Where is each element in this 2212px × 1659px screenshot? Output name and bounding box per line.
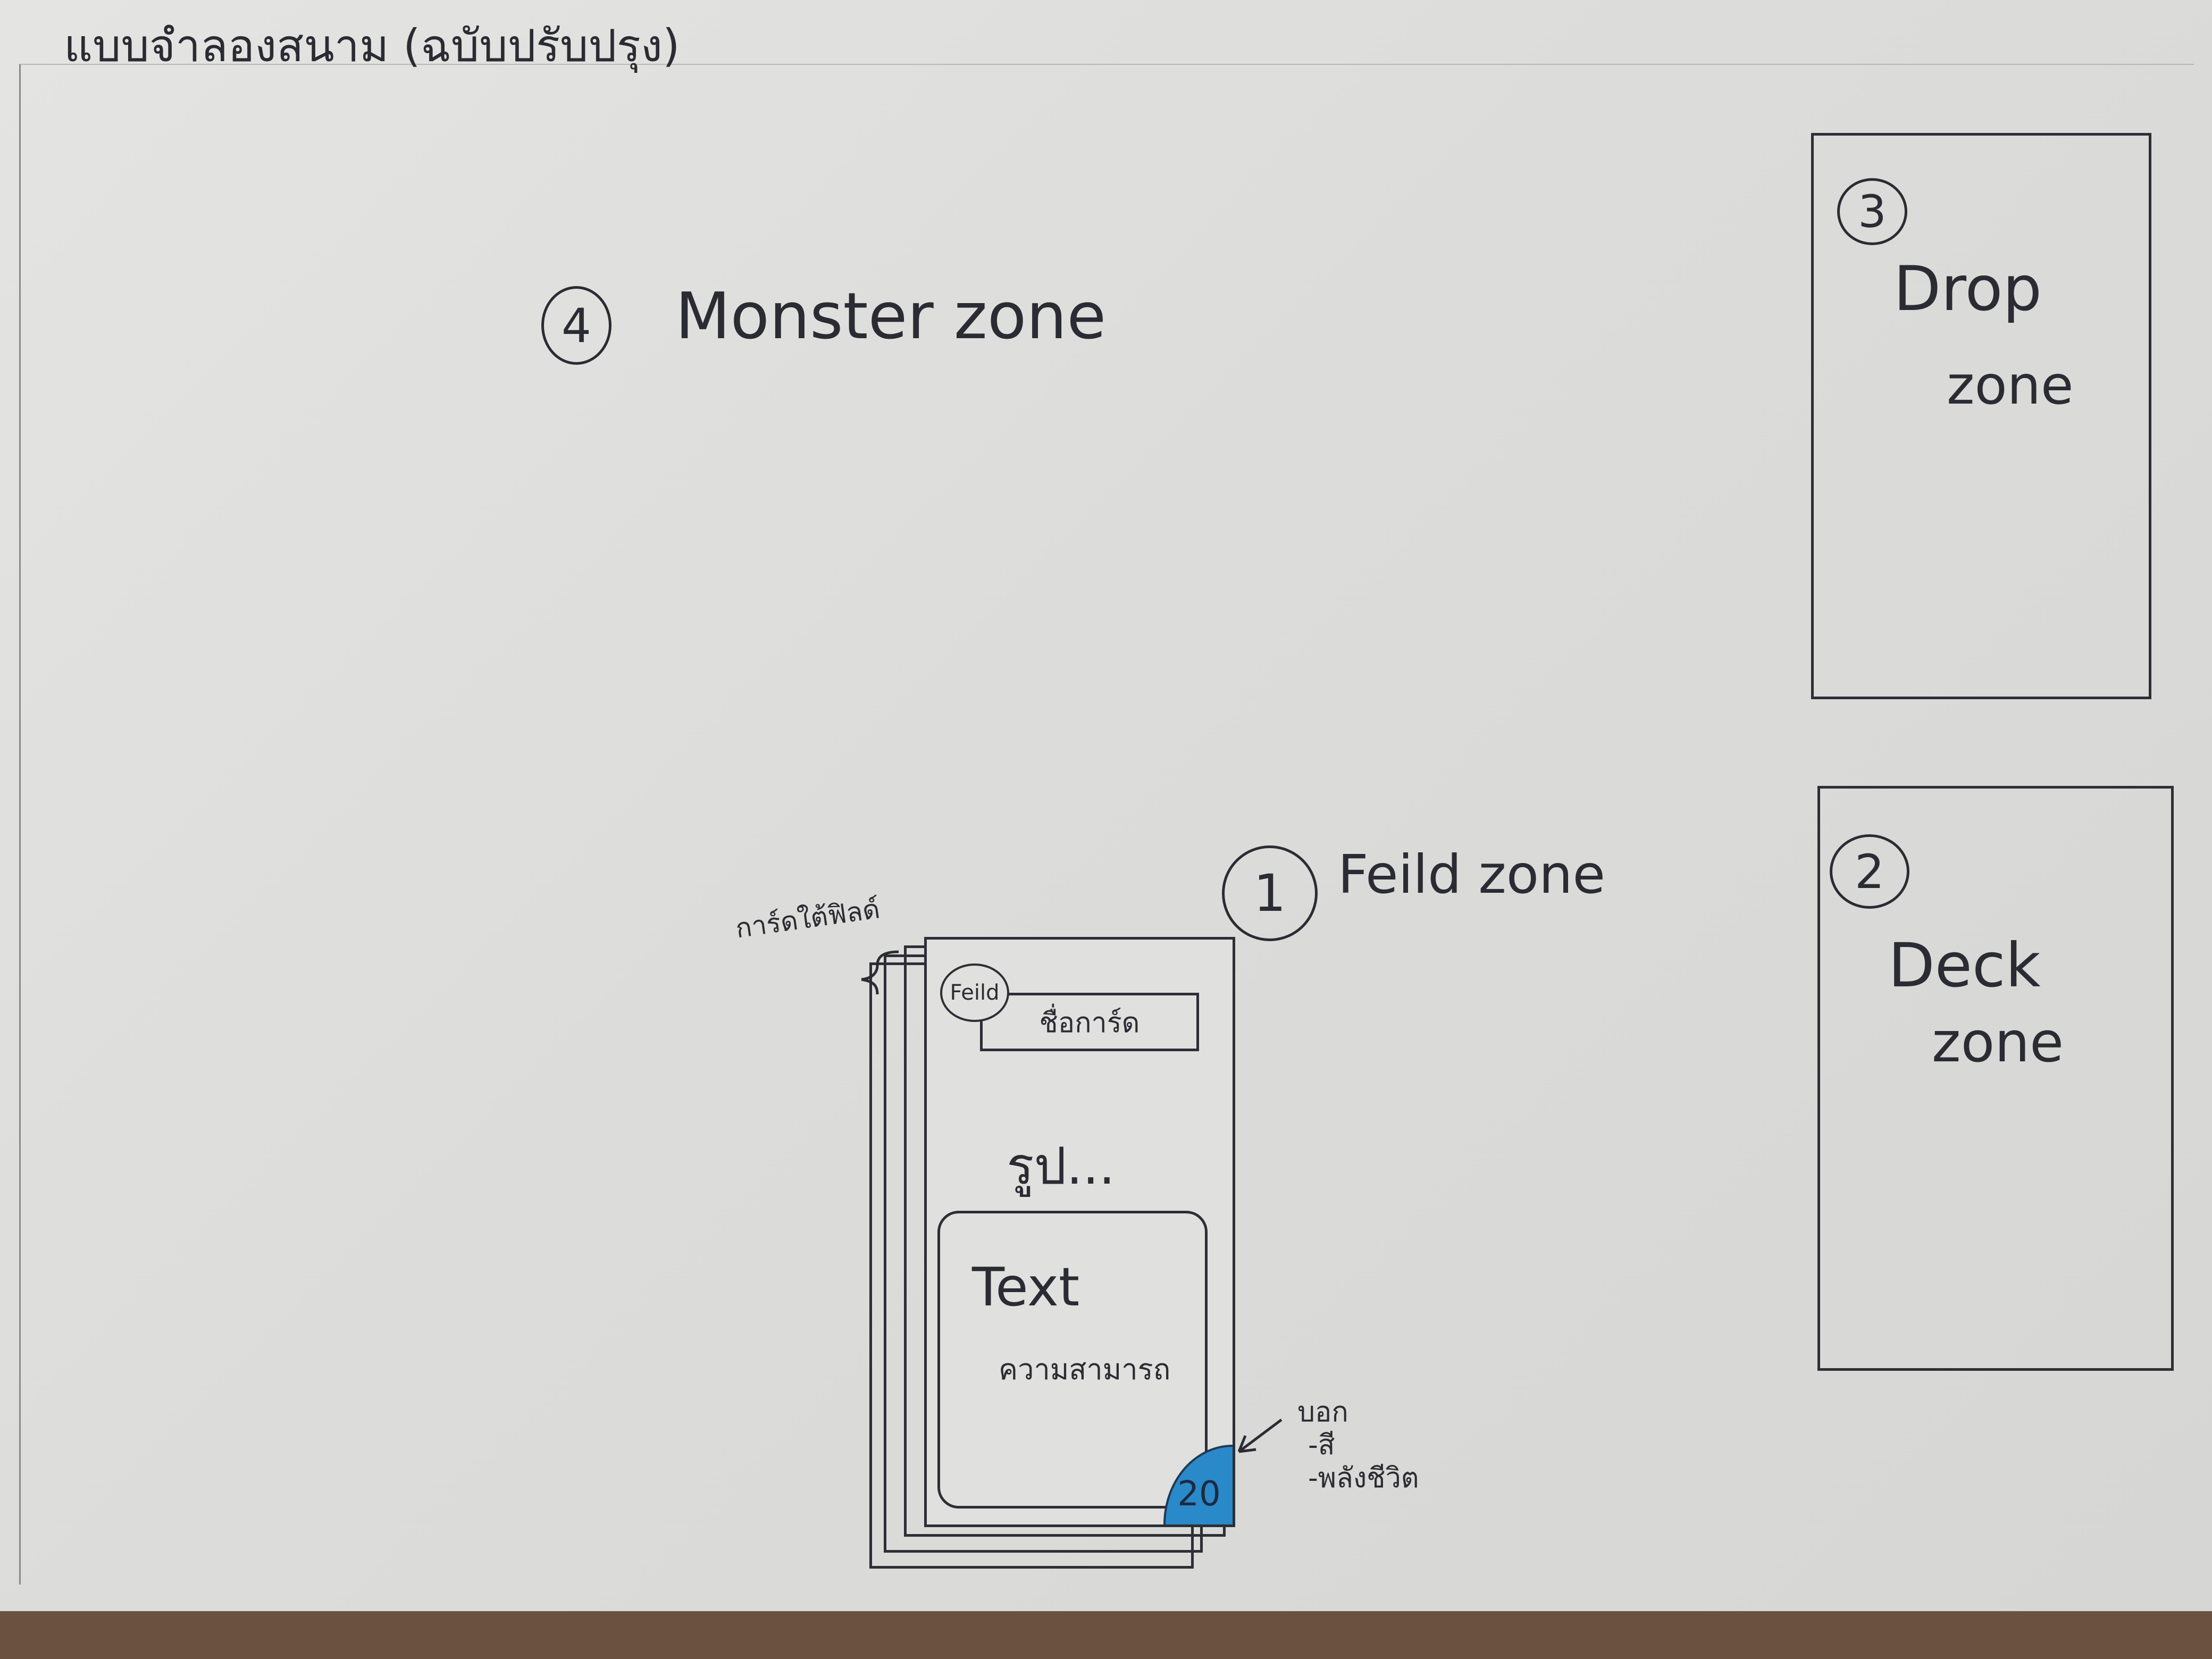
paper-sheet: แบบจำลองสนาม (ฉบับปรับปรุง) 4 Monster zo…	[0, 0, 2212, 1611]
annotation-arrow-icon	[1238, 1419, 1283, 1453]
field-card[interactable]: ชื่อการ์ด Feild รูป... Text ความสามารถ 2…	[924, 937, 1235, 1527]
card-text-box: Text ความสามารถ	[937, 1211, 1208, 1509]
deck-zone-label-line2: zone	[1932, 1010, 2064, 1075]
field-zone-label[interactable]: Feild zone	[1338, 843, 1605, 906]
annotation-line1: บอก	[1297, 1396, 1348, 1428]
drop-zone-label-line2: zone	[1947, 354, 2074, 416]
card-image-placeholder: รูป...	[1007, 1136, 1116, 1196]
drop-zone-label-line1: Drop	[1893, 253, 2042, 325]
stack-brace-icon	[861, 950, 899, 995]
monster-zone-number: 4	[541, 286, 611, 365]
card-ability-text: ความสามารถ	[999, 1353, 1171, 1386]
card-feild-badge: Feild	[940, 963, 1009, 1022]
paper-frame	[19, 64, 2194, 1585]
sketch-strokes	[861, 950, 1283, 1453]
annotation-line3: -พลังชีวิต	[1308, 1462, 1419, 1494]
card-text-title: Text	[972, 1256, 1080, 1318]
annotation-arrowhead-icon	[1237, 1435, 1256, 1453]
field-zone-number: 1	[1222, 845, 1318, 941]
page-title: แบบจำลองสนาม (ฉบับปรับปรุง)	[64, 20, 680, 72]
monster-zone-label[interactable]: Monster zone	[675, 280, 1107, 354]
card-name-box: ชื่อการ์ด	[980, 993, 1199, 1051]
deck-zone-label-line1: Deck	[1888, 930, 2041, 1001]
drop-zone-box[interactable]: 3 Drop zone	[1811, 133, 2151, 699]
deck-zone-number: 2	[1830, 834, 1909, 909]
drop-zone-number: 3	[1837, 178, 1907, 245]
annotation-line2: -สี	[1308, 1429, 1335, 1461]
deck-zone-box[interactable]: 2 Deck zone	[1817, 786, 2174, 1371]
